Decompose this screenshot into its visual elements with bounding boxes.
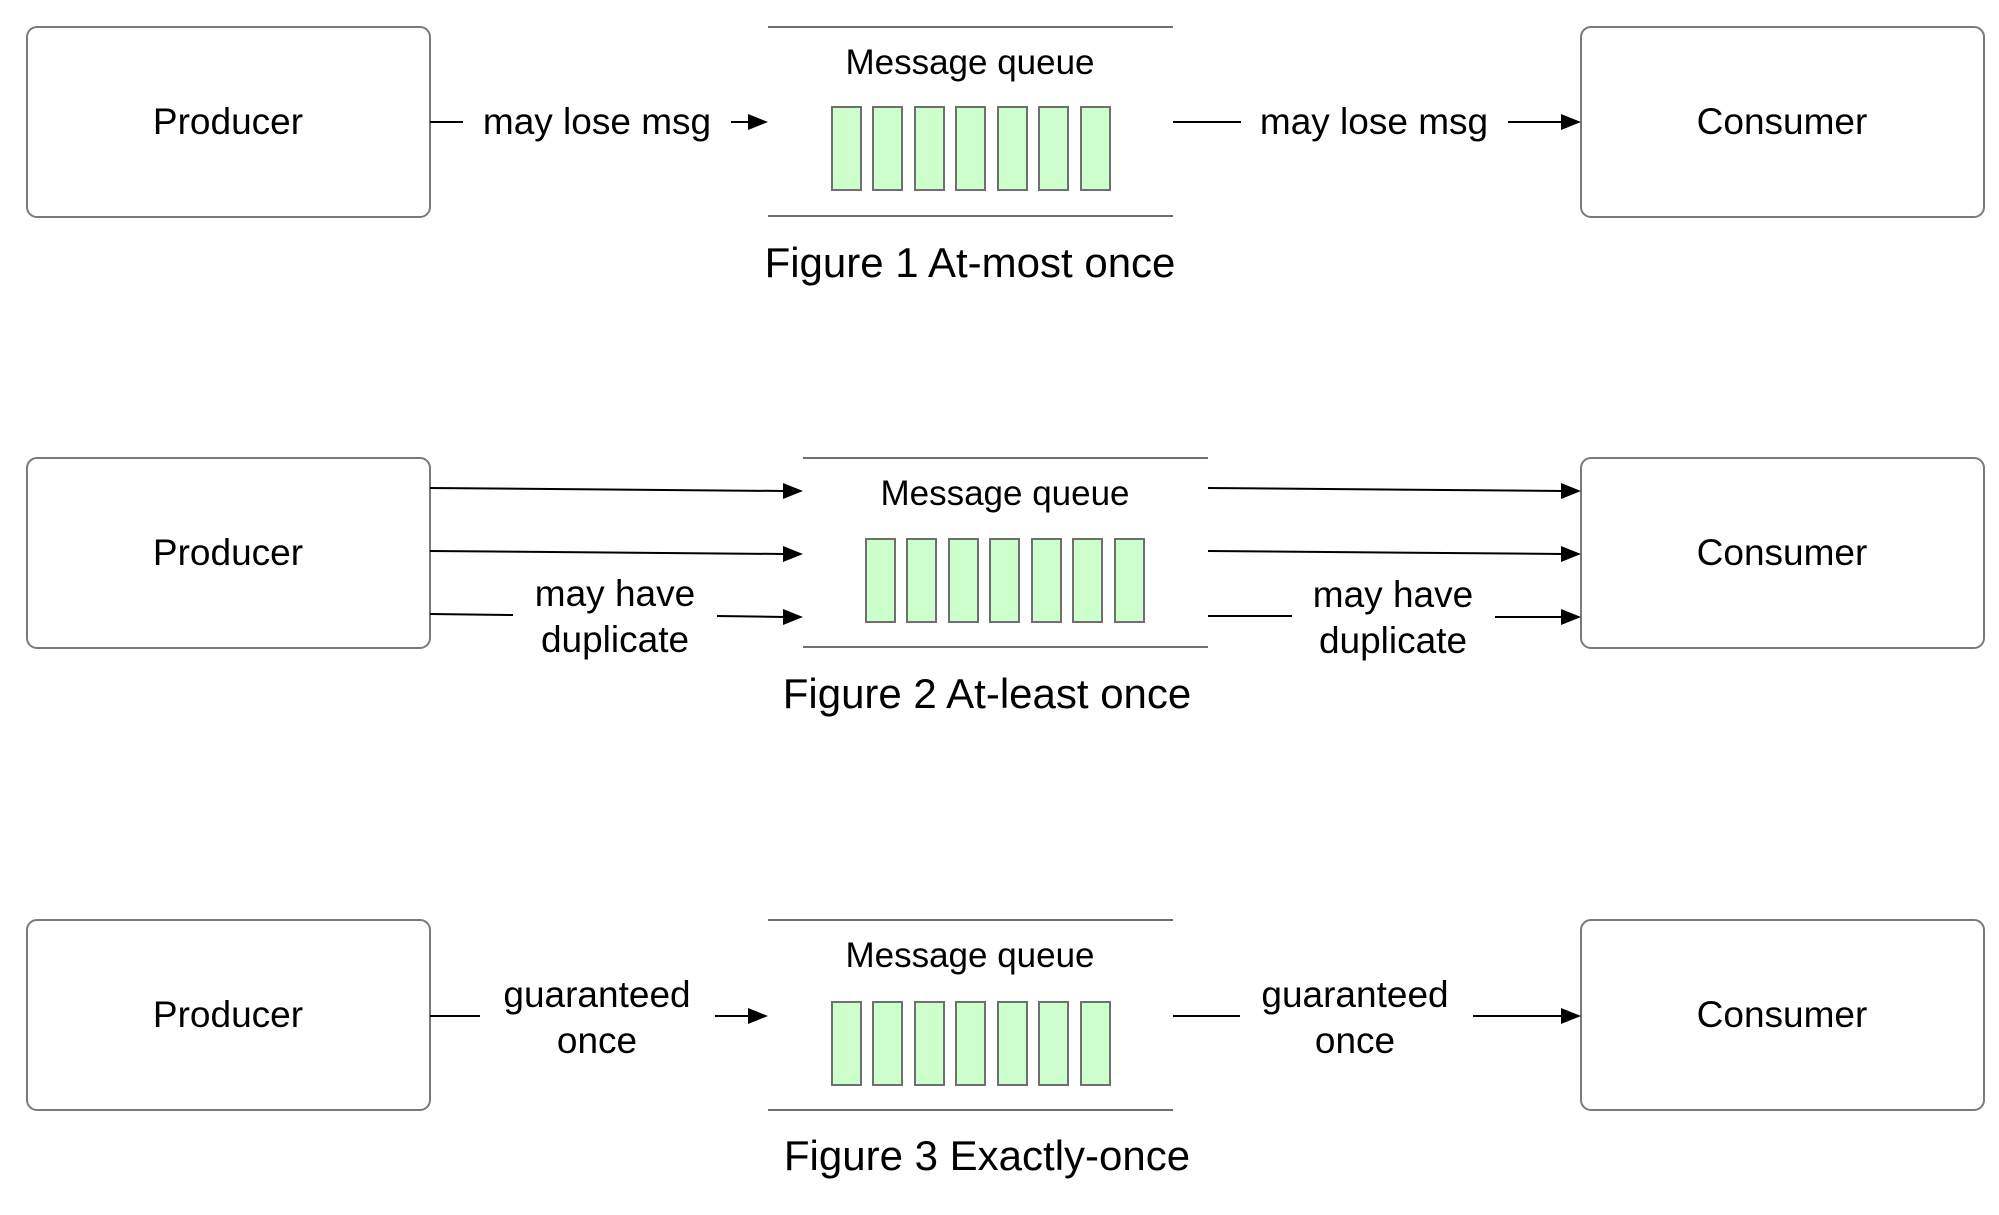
arrow-head <box>1561 114 1581 130</box>
edge-producer-to-queue: guaranteed once <box>430 974 768 1061</box>
figure-at-least-once: Producer Consumer Message queue may have <box>26 457 1985 717</box>
queue-label: Message queue <box>880 474 1129 513</box>
figure-exactly-once: Producer Consumer Message queue guarante… <box>26 919 1985 1179</box>
arrow-head <box>1561 1008 1581 1024</box>
queue-label: Message queue <box>845 43 1094 82</box>
consumer-label: Consumer <box>1697 994 1868 1035</box>
figure-caption: Figure 2 At-least once <box>783 670 1192 717</box>
arrow-head <box>783 546 803 562</box>
queue-cell <box>914 1001 945 1086</box>
arrow-head <box>748 1008 768 1024</box>
edge-label-line-2: once <box>557 1020 637 1061</box>
producer-label: Producer <box>153 994 303 1035</box>
edge-label-line-1: may have <box>1313 574 1473 615</box>
queue-cell <box>831 1001 862 1086</box>
edge-producer-to-queue: may lose msg <box>430 101 768 142</box>
queue-cell <box>1080 106 1111 191</box>
queue-cell <box>1072 538 1103 623</box>
queue-cell <box>872 106 903 191</box>
arrow-head <box>783 609 803 625</box>
queue-cell <box>872 1001 903 1086</box>
arrow-head <box>748 114 768 130</box>
edge-label-line-1: may have <box>535 573 695 614</box>
queue-cell <box>1038 1001 1069 1086</box>
queue-cell <box>1080 1001 1111 1086</box>
queue-label: Message queue <box>845 936 1094 975</box>
queue-cell <box>989 538 1020 623</box>
producer-label: Producer <box>153 101 303 142</box>
queue-cell <box>997 106 1028 191</box>
figure-caption: Figure 1 At-most once <box>765 239 1176 286</box>
arrow-head <box>783 483 803 499</box>
producer-label: Producer <box>153 532 303 573</box>
edge-queue-to-consumer: may lose msg <box>1173 101 1581 142</box>
edge-label-line-2: once <box>1315 1020 1395 1061</box>
queue-cell <box>831 106 862 191</box>
queue-cell <box>906 538 937 623</box>
queue-cell <box>1038 106 1069 191</box>
consumer-box <box>1580 457 1985 649</box>
message-queue: Message queue <box>768 919 1173 1111</box>
consumer-box <box>1580 919 1985 1111</box>
edge-label-line-2: duplicate <box>541 619 689 660</box>
edge-producer-to-queue: may have duplicate <box>429 483 803 660</box>
queue-cell <box>914 106 945 191</box>
arrow-head <box>1561 609 1581 625</box>
queue-cell <box>955 106 986 191</box>
arrow-head <box>1561 546 1581 562</box>
producer-box <box>26 457 431 649</box>
arrow-head <box>1561 483 1581 499</box>
consumer-label: Consumer <box>1697 532 1868 573</box>
edge-queue-to-consumer: may have duplicate <box>1207 483 1581 661</box>
queue-cell <box>997 1001 1028 1086</box>
edge-label-line-1: guaranteed <box>1261 974 1448 1015</box>
queue-cell <box>955 1001 986 1086</box>
queue-cell <box>1114 538 1145 623</box>
edge-label: may lose msg <box>1260 101 1488 142</box>
queue-cell <box>948 538 979 623</box>
edge-label: may lose msg <box>483 101 711 142</box>
message-queue: Message queue <box>768 26 1173 217</box>
edge-label-line-1: guaranteed <box>503 974 690 1015</box>
message-queue: Message queue <box>803 457 1208 648</box>
consumer-label: Consumer <box>1697 101 1868 142</box>
figure-caption: Figure 3 Exactly-once <box>784 1132 1190 1179</box>
figure-at-most-once: Producer Consumer Message queue may lose… <box>26 26 1985 286</box>
queue-cell <box>1031 538 1062 623</box>
edge-label-line-2: duplicate <box>1319 620 1467 661</box>
queue-cell <box>865 538 896 623</box>
edge-queue-to-consumer: guaranteed once <box>1173 974 1581 1061</box>
